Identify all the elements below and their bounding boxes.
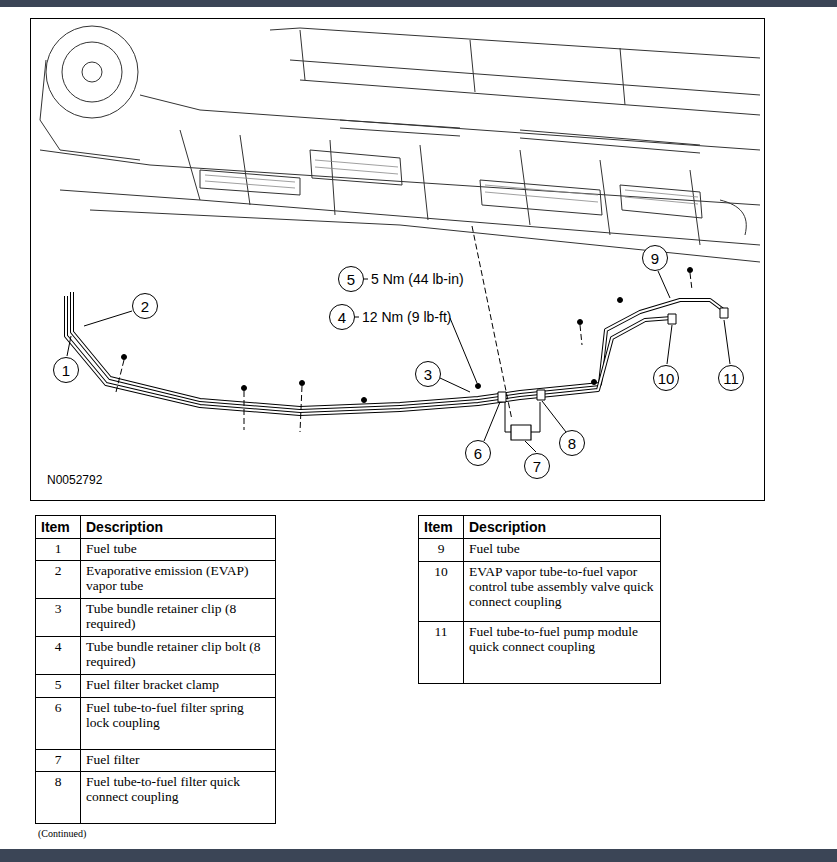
table-header: Item xyxy=(419,516,464,539)
part-description: Fuel tube xyxy=(81,539,276,561)
callout-circle: 4 xyxy=(329,304,355,330)
item-number: 5 xyxy=(36,675,81,698)
part-description: Fuel tube-to-fuel pump module quick conn… xyxy=(464,622,661,684)
item-text: 9 xyxy=(438,541,445,556)
callout-number: 2 xyxy=(141,299,149,314)
callout-number: 8 xyxy=(568,436,576,451)
item-text: 10 xyxy=(434,564,448,579)
figure-number: N0052792 xyxy=(47,473,102,487)
item-text: 8 xyxy=(55,774,62,789)
callout-circle: 7 xyxy=(524,453,550,479)
part-description: Evaporative emission (EVAP) vapor tube xyxy=(81,561,276,599)
torque-spec: 12 Nm (9 lb-ft) xyxy=(362,309,451,325)
callout-number: 10 xyxy=(658,371,675,386)
header-text: Item xyxy=(424,519,453,535)
callout-circle: 1 xyxy=(53,357,79,383)
item-text: 7 xyxy=(55,752,62,767)
item-text: 1 xyxy=(55,541,62,556)
description-text: Tube bundle retainer clip (8 required) xyxy=(86,601,236,631)
figure-frame xyxy=(31,19,765,501)
item-number: 9 xyxy=(419,539,464,562)
item-number: 3 xyxy=(36,599,81,637)
item-text: 3 xyxy=(55,601,62,616)
table-header: Description xyxy=(81,516,276,539)
callout-circle: 5 xyxy=(338,266,364,292)
item-text: 4 xyxy=(55,639,62,654)
part-description: Fuel tube xyxy=(464,539,661,562)
description-text: Fuel tube-to-fuel filter spring lock cou… xyxy=(86,700,244,730)
item-number: 2 xyxy=(36,561,81,599)
description-text: Fuel tube-to-fuel pump module quick conn… xyxy=(469,624,638,654)
callout-circle: 9 xyxy=(642,245,668,271)
item-number: 4 xyxy=(36,637,81,675)
callout-number: 4 xyxy=(338,310,346,325)
part-description: Fuel tube-to-fuel filter spring lock cou… xyxy=(81,698,276,750)
torque-spec: 5 Nm (44 lb-in) xyxy=(371,271,464,287)
callout-number: 5 xyxy=(347,272,355,287)
callout-number: 7 xyxy=(533,459,541,474)
description-text: Fuel tube xyxy=(469,541,520,556)
item-text: 2 xyxy=(55,563,62,578)
callout-number: 6 xyxy=(474,446,482,461)
callout-number: 9 xyxy=(651,251,659,266)
header-text: Description xyxy=(469,519,546,535)
vehicle-underbody xyxy=(40,26,760,262)
callout-circle: 3 xyxy=(415,361,441,387)
bottom-bar xyxy=(0,849,837,862)
item-number: 6 xyxy=(36,698,81,750)
parts-table: Item Description 1 Fuel tube 2 Evaporative em… xyxy=(35,515,276,824)
description-text: Fuel filter bracket clamp xyxy=(86,677,219,692)
header-text: Description xyxy=(86,519,163,535)
item-number: 11 xyxy=(419,622,464,684)
item-number: 7 xyxy=(36,750,81,772)
underbody-shading xyxy=(205,160,698,204)
retainer-clips xyxy=(122,268,693,403)
callout-number: 11 xyxy=(723,371,739,386)
part-description: Fuel filter bracket clamp xyxy=(81,675,276,698)
part-description: Tube bundle retainer clip (8 required) xyxy=(81,599,276,637)
item-text: 11 xyxy=(435,624,448,639)
callout-circle: 6 xyxy=(465,440,491,466)
callout-circle: 2 xyxy=(132,293,158,319)
callout-number: 1 xyxy=(62,363,70,378)
callout-circle: 8 xyxy=(559,430,585,456)
part-description: Fuel filter xyxy=(81,750,276,772)
item-text: 6 xyxy=(55,700,62,715)
continued-note: (Continued) xyxy=(38,828,86,839)
table-header: Item xyxy=(36,516,81,539)
part-description: EVAP vapor tube-to-fuel vapor control tu… xyxy=(464,562,661,622)
table-header: Description xyxy=(464,516,661,539)
fuel-tube-bundle xyxy=(66,292,728,440)
callout-circle: 10 xyxy=(653,365,679,391)
header-text: Item xyxy=(41,519,70,535)
parts-table: Item Description 9 Fuel tube 10 EVAP vapor tu… xyxy=(418,515,661,684)
item-text: 5 xyxy=(55,677,62,692)
bolt-axis-lines xyxy=(116,226,692,432)
description-text: Tube bundle retainer clip bolt (8 requir… xyxy=(86,639,261,669)
description-text: Evaporative emission (EVAP) vapor tube xyxy=(86,563,248,593)
description-text: Fuel tube-to-fuel filter quick connect c… xyxy=(86,774,240,804)
description-text: Fuel filter xyxy=(86,752,140,767)
description-text: EVAP vapor tube-to-fuel vapor control tu… xyxy=(469,564,653,609)
top-bar xyxy=(0,0,837,7)
part-description: Tube bundle retainer clip bolt (8 requir… xyxy=(81,637,276,675)
item-number: 10 xyxy=(419,562,464,622)
callout-circle: 11 xyxy=(718,365,744,391)
description-text: Fuel tube xyxy=(86,541,137,556)
item-number: 1 xyxy=(36,539,81,561)
item-number: 8 xyxy=(36,772,81,824)
callout-number: 3 xyxy=(424,367,432,382)
part-description: Fuel tube-to-fuel filter quick connect c… xyxy=(81,772,276,824)
leader-lines xyxy=(67,271,730,452)
